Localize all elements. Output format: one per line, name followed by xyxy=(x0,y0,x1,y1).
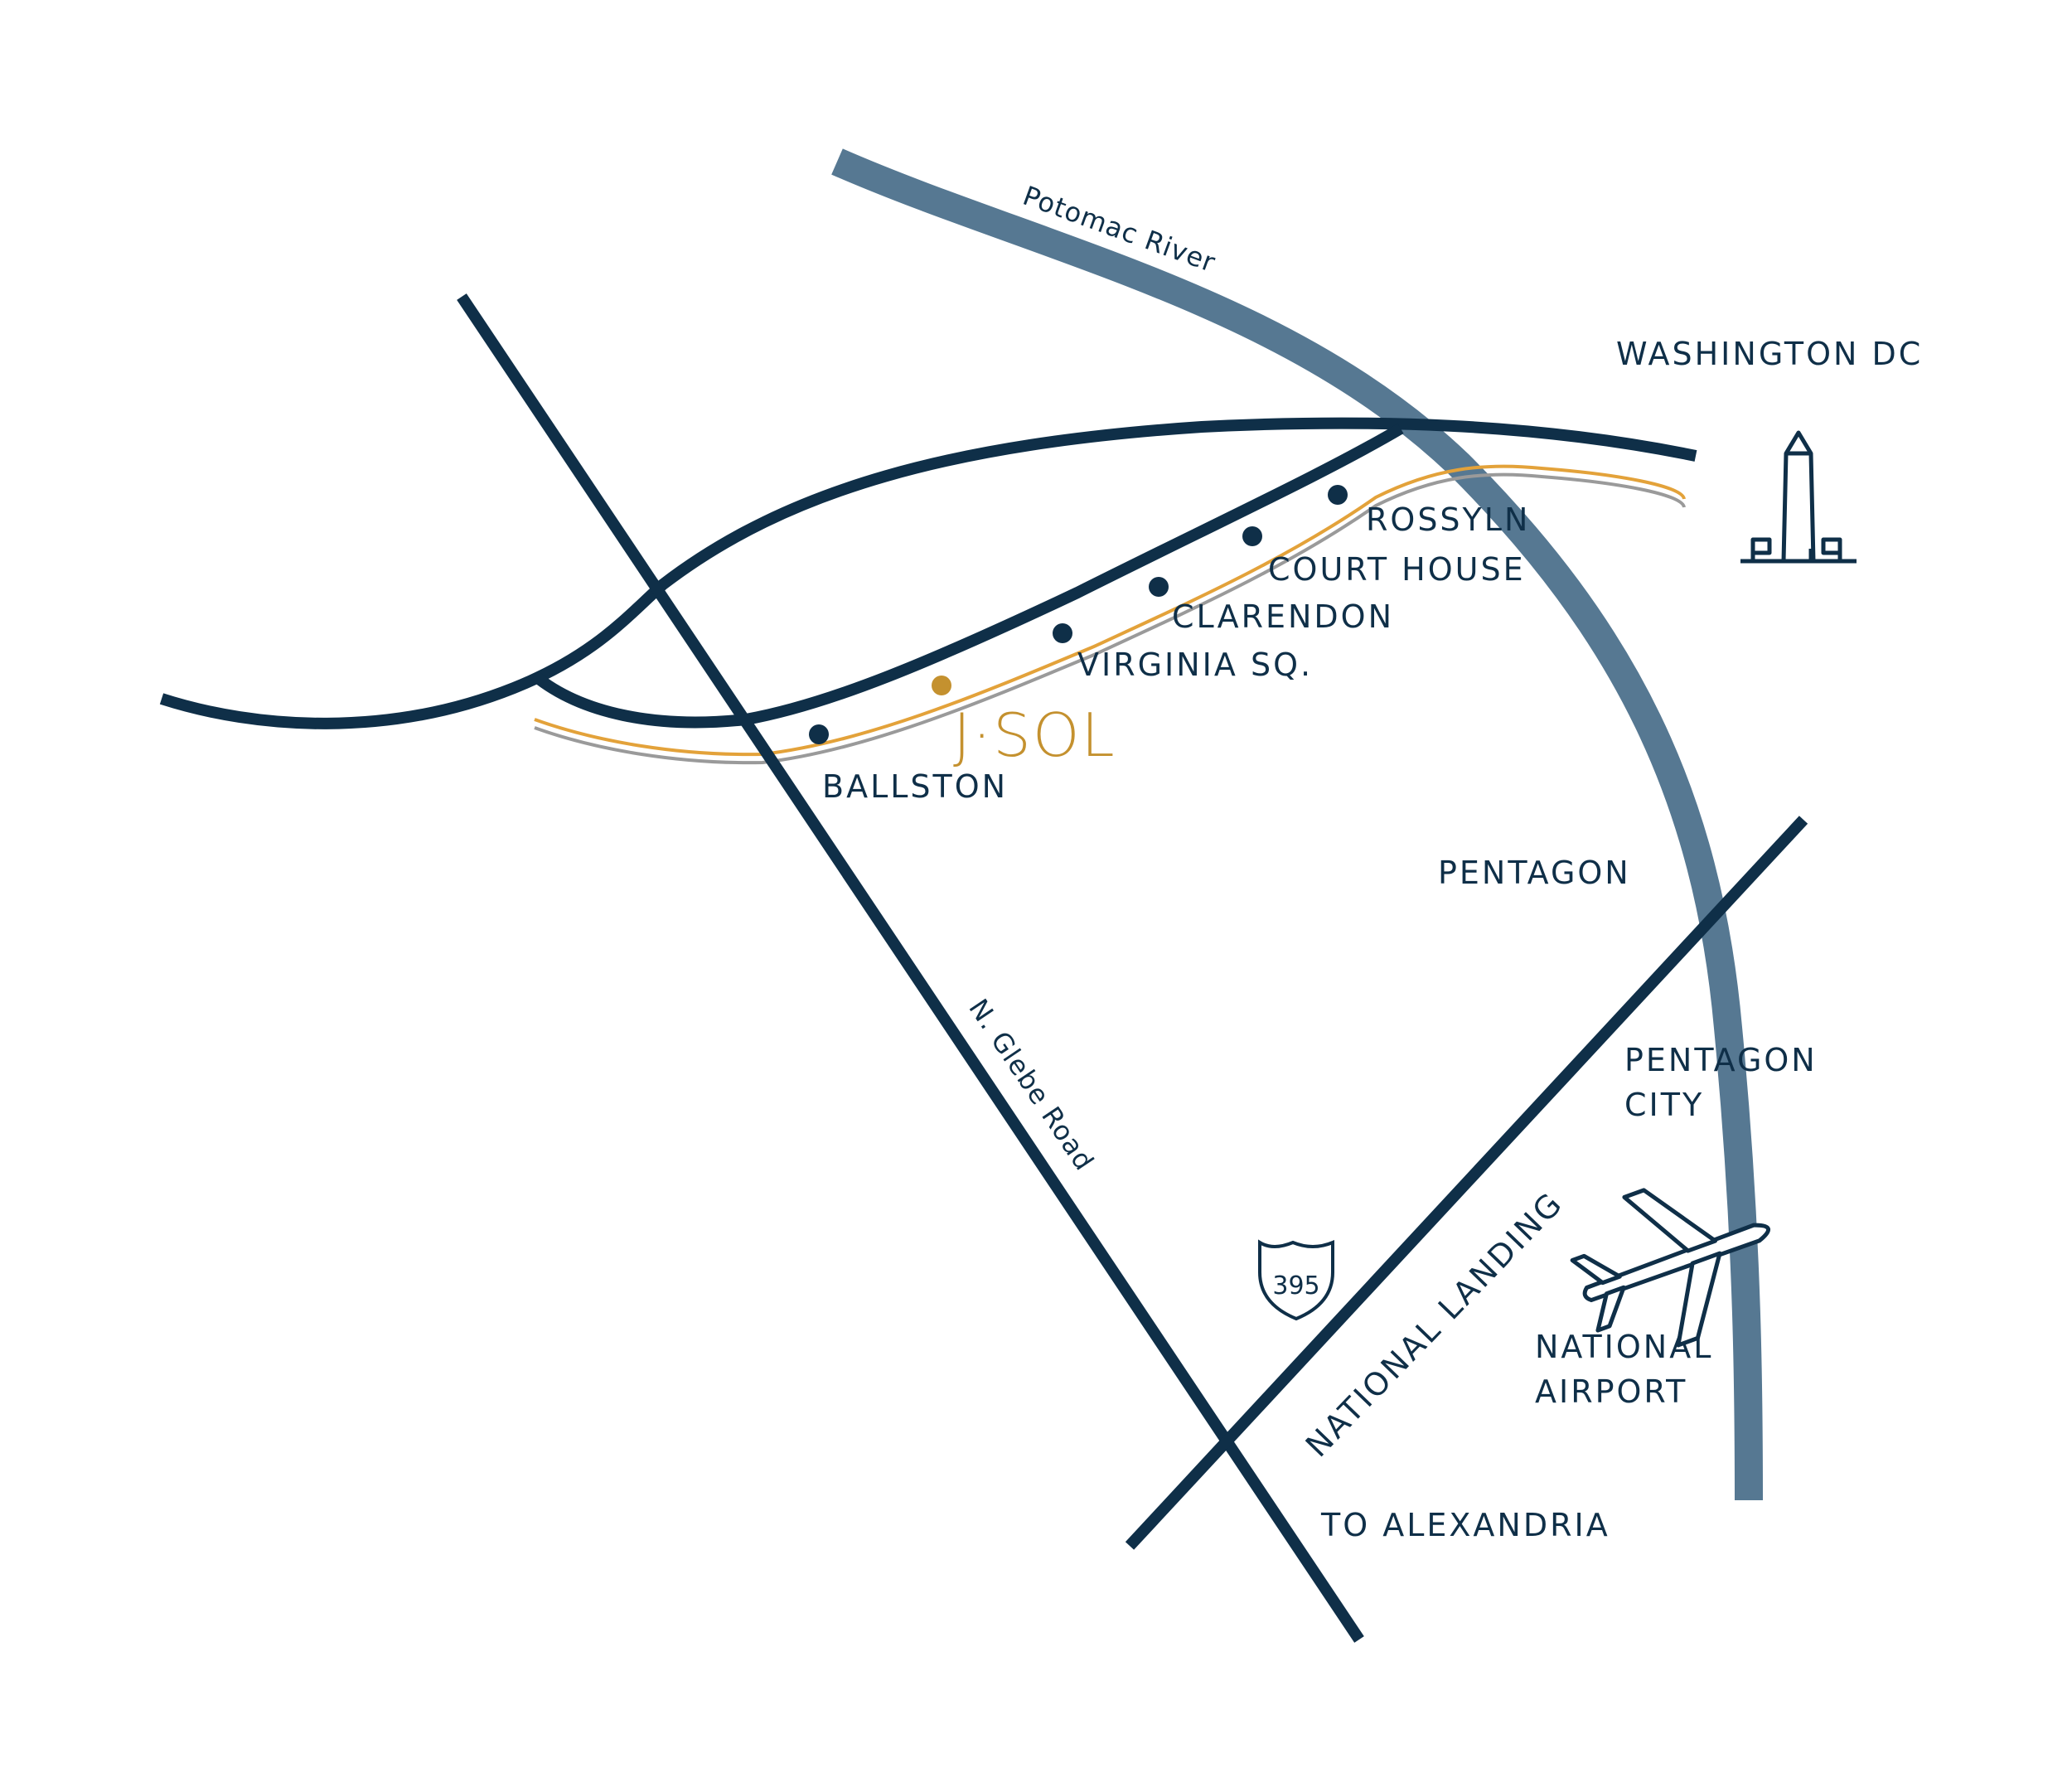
place-label-washington-dc: WASHINGTON DC xyxy=(1616,336,1923,372)
interstate-shield-icon: 395 xyxy=(1258,1239,1334,1321)
place-label-pentagon-city-1: PENTAGON xyxy=(1624,1042,1818,1078)
station-label-clarendon: CLARENDON xyxy=(1172,598,1394,635)
station-label-ballston: BALLSTON xyxy=(822,768,1008,805)
potomac-river xyxy=(831,148,1763,1501)
station-dot-clarendon xyxy=(1149,577,1169,597)
station-label-court-house: COURT HOUSE xyxy=(1268,551,1526,588)
station-dot-ballston xyxy=(809,724,829,744)
highway-route50 xyxy=(530,423,1404,729)
metro-line-orange xyxy=(534,464,1686,757)
place-label-to-alexandria: TO ALEXANDRIA xyxy=(1320,1507,1610,1543)
n-glebe-road xyxy=(457,293,1364,1643)
station-dot-virginia-sq xyxy=(1053,623,1072,643)
washington-monument-icon xyxy=(1740,430,1857,564)
station-label-virginia-sq: VIRGINIA SQ. xyxy=(1077,647,1313,683)
station-dot-jsol xyxy=(932,676,951,695)
airplane-icon xyxy=(1570,1188,1770,1348)
place-label-pentagon-city-2: CITY xyxy=(1624,1087,1704,1123)
station-dot-rossyln xyxy=(1328,485,1348,505)
station-label-rossyln: ROSSYLN xyxy=(1366,501,1530,538)
jsol-logo: J·SOL xyxy=(953,700,1116,770)
place-label-pentagon: PENTAGON xyxy=(1438,855,1631,891)
place-label-national-airport-2: AIRPORT xyxy=(1535,1373,1687,1410)
interstate-number: 395 xyxy=(1272,1271,1319,1300)
station-dot-court-house xyxy=(1242,526,1262,546)
metro-line-silver xyxy=(534,472,1686,765)
interstate-395 xyxy=(1125,816,1808,1550)
